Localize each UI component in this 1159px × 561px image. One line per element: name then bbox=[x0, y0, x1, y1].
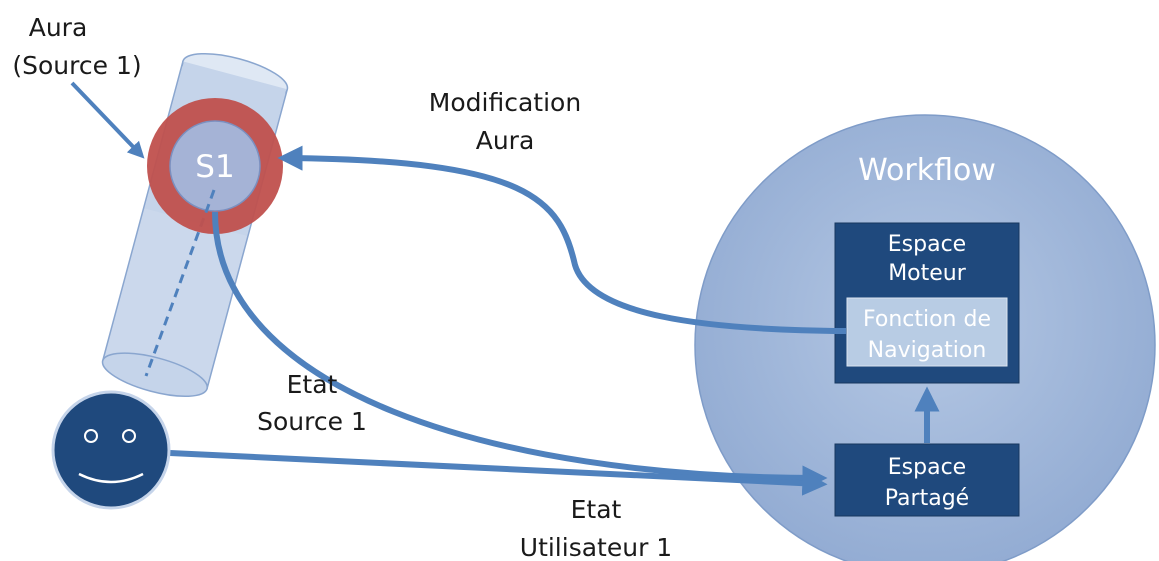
etat-utilisateur-label-line2: Utilisateur 1 bbox=[520, 533, 672, 561]
smile bbox=[78, 472, 144, 484]
workflow-title: Workflow bbox=[858, 153, 996, 188]
modification-aura-label-line2: Aura bbox=[476, 126, 535, 155]
aura-source-label-line1: Aura bbox=[29, 13, 88, 42]
espace-partage-label-line1: Espace bbox=[888, 455, 966, 480]
fonction-navigation-label-line1: Fonction de bbox=[863, 307, 991, 332]
arrow-modification-aura bbox=[277, 145, 847, 334]
arrow-aura-pointer bbox=[70, 81, 145, 159]
aura-source-label-line2: (Source 1) bbox=[12, 51, 141, 80]
arrow-etat-source bbox=[212, 211, 828, 491]
arrow-etat-utilisateur bbox=[169, 450, 828, 496]
etat-source-label-line1: Etat bbox=[287, 370, 338, 399]
espace-moteur-label-line2: Moteur bbox=[888, 261, 967, 286]
etat-utilisateur-label-line1: Etat bbox=[571, 495, 622, 524]
right-eye bbox=[122, 429, 136, 443]
modification-aura-label-line1: Modification bbox=[429, 88, 581, 117]
left-eye bbox=[84, 429, 98, 443]
espace-moteur-label-line1: Espace bbox=[888, 232, 966, 257]
espace-partage-box bbox=[834, 443, 1020, 517]
fonction-navigation-label-line2: Navigation bbox=[868, 338, 987, 363]
fonction-navigation-box bbox=[846, 297, 1008, 367]
smiley-face-icon bbox=[51, 390, 171, 510]
source-circle bbox=[169, 120, 261, 212]
etat-source-label-line2: Source 1 bbox=[257, 407, 367, 436]
espace-partage-label-line2: Partagé bbox=[885, 486, 969, 511]
source-label: S1 bbox=[195, 149, 234, 185]
